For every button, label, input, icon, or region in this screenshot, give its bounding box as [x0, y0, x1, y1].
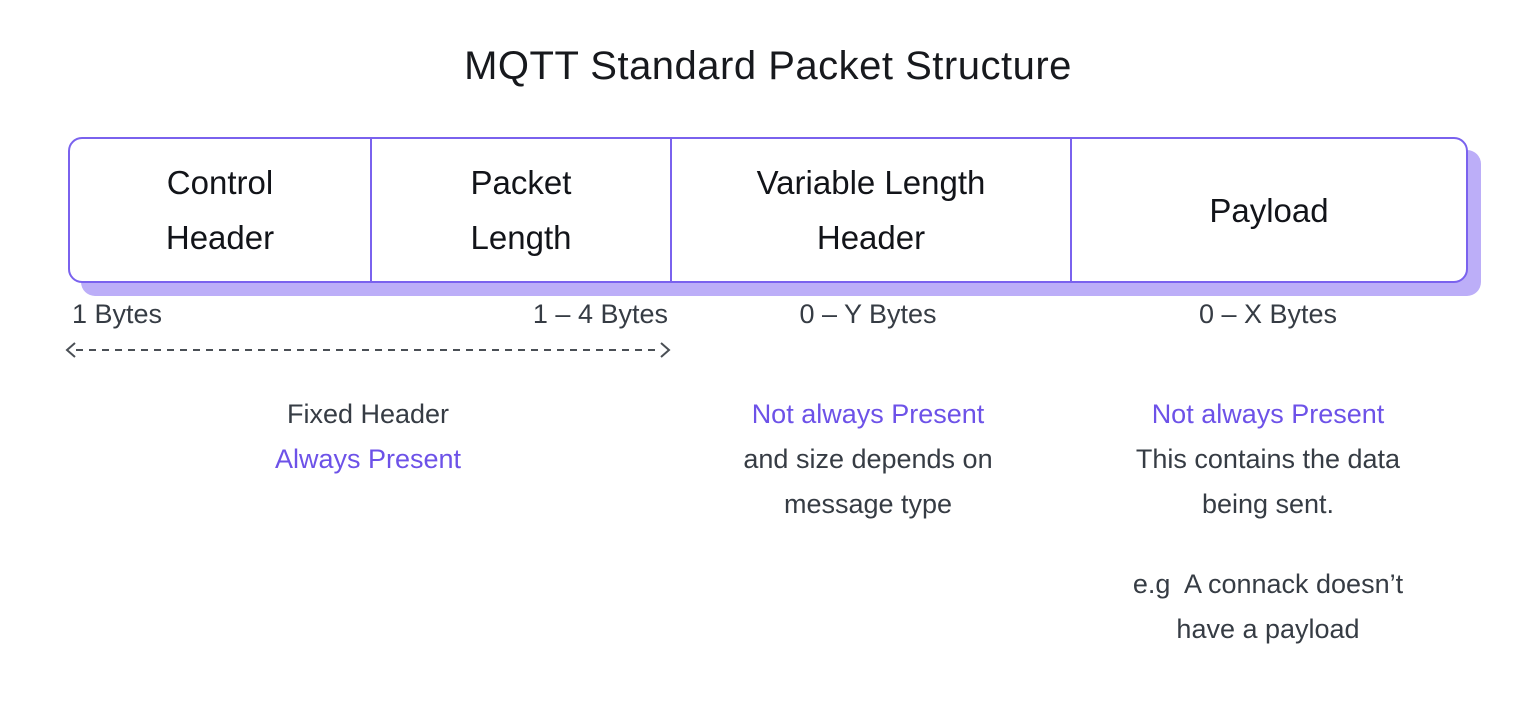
cell-variable-length-header: Variable Length Header — [670, 139, 1070, 281]
note-fixed-header-line2: Always Present — [274, 444, 462, 474]
note-variable-header-line2: and size depends on — [743, 444, 993, 474]
note-variable-header: Not always Present and size depends on m… — [668, 392, 1068, 652]
cell-packet-length-label: Packet Length — [470, 164, 572, 256]
note-variable-header-line3: message type — [783, 489, 953, 519]
cell-payload: Payload — [1070, 139, 1466, 281]
note-fixed-header: Fixed Header Always Present — [68, 392, 668, 652]
note-payload-example: e.g A connack doesn’t have a payload — [1068, 562, 1468, 652]
annotations-row: Fixed Header Always Present Not always P… — [68, 392, 1468, 652]
note-payload-example-line2: have a payload — [1176, 614, 1360, 644]
bytes-variable-length-header: 0 – Y Bytes — [799, 299, 937, 329]
note-payload-line1: Not always Present — [1151, 399, 1385, 429]
dashed-double-arrow-icon — [65, 342, 671, 358]
cell-control-header: Control Header — [70, 139, 370, 281]
page-title: MQTT Standard Packet Structure — [464, 44, 1072, 88]
note-payload-line3: being sent. — [1201, 489, 1335, 519]
bytes-packet-length: 1 – 4 Bytes — [532, 299, 668, 329]
cell-packet-length: Packet Length — [370, 139, 670, 281]
cell-payload-label: Payload — [1209, 191, 1329, 229]
cell-control-header-label: Control Header — [165, 164, 275, 256]
note-payload-line2: This contains the data — [1135, 444, 1401, 474]
note-payload: Not always Present This contains the dat… — [1068, 392, 1468, 652]
note-variable-header-line1: Not always Present — [751, 399, 985, 429]
note-payload-example-line1: e.g A connack doesn’t — [1132, 569, 1404, 599]
packet-structure-box: Control Header Packet Length Variable Le… — [68, 137, 1468, 283]
fixed-header-span-arrow — [62, 340, 1536, 360]
byte-sizes-row: 1 Bytes 1 – 4 Bytes 0 – Y Bytes 0 – X By… — [68, 299, 1468, 330]
note-fixed-header-line1: Fixed Header — [286, 399, 450, 429]
bytes-payload: 0 – X Bytes — [1198, 299, 1338, 329]
cell-variable-length-header-label: Variable Length Header — [756, 164, 986, 256]
bytes-control-header: 1 Bytes — [72, 299, 163, 329]
